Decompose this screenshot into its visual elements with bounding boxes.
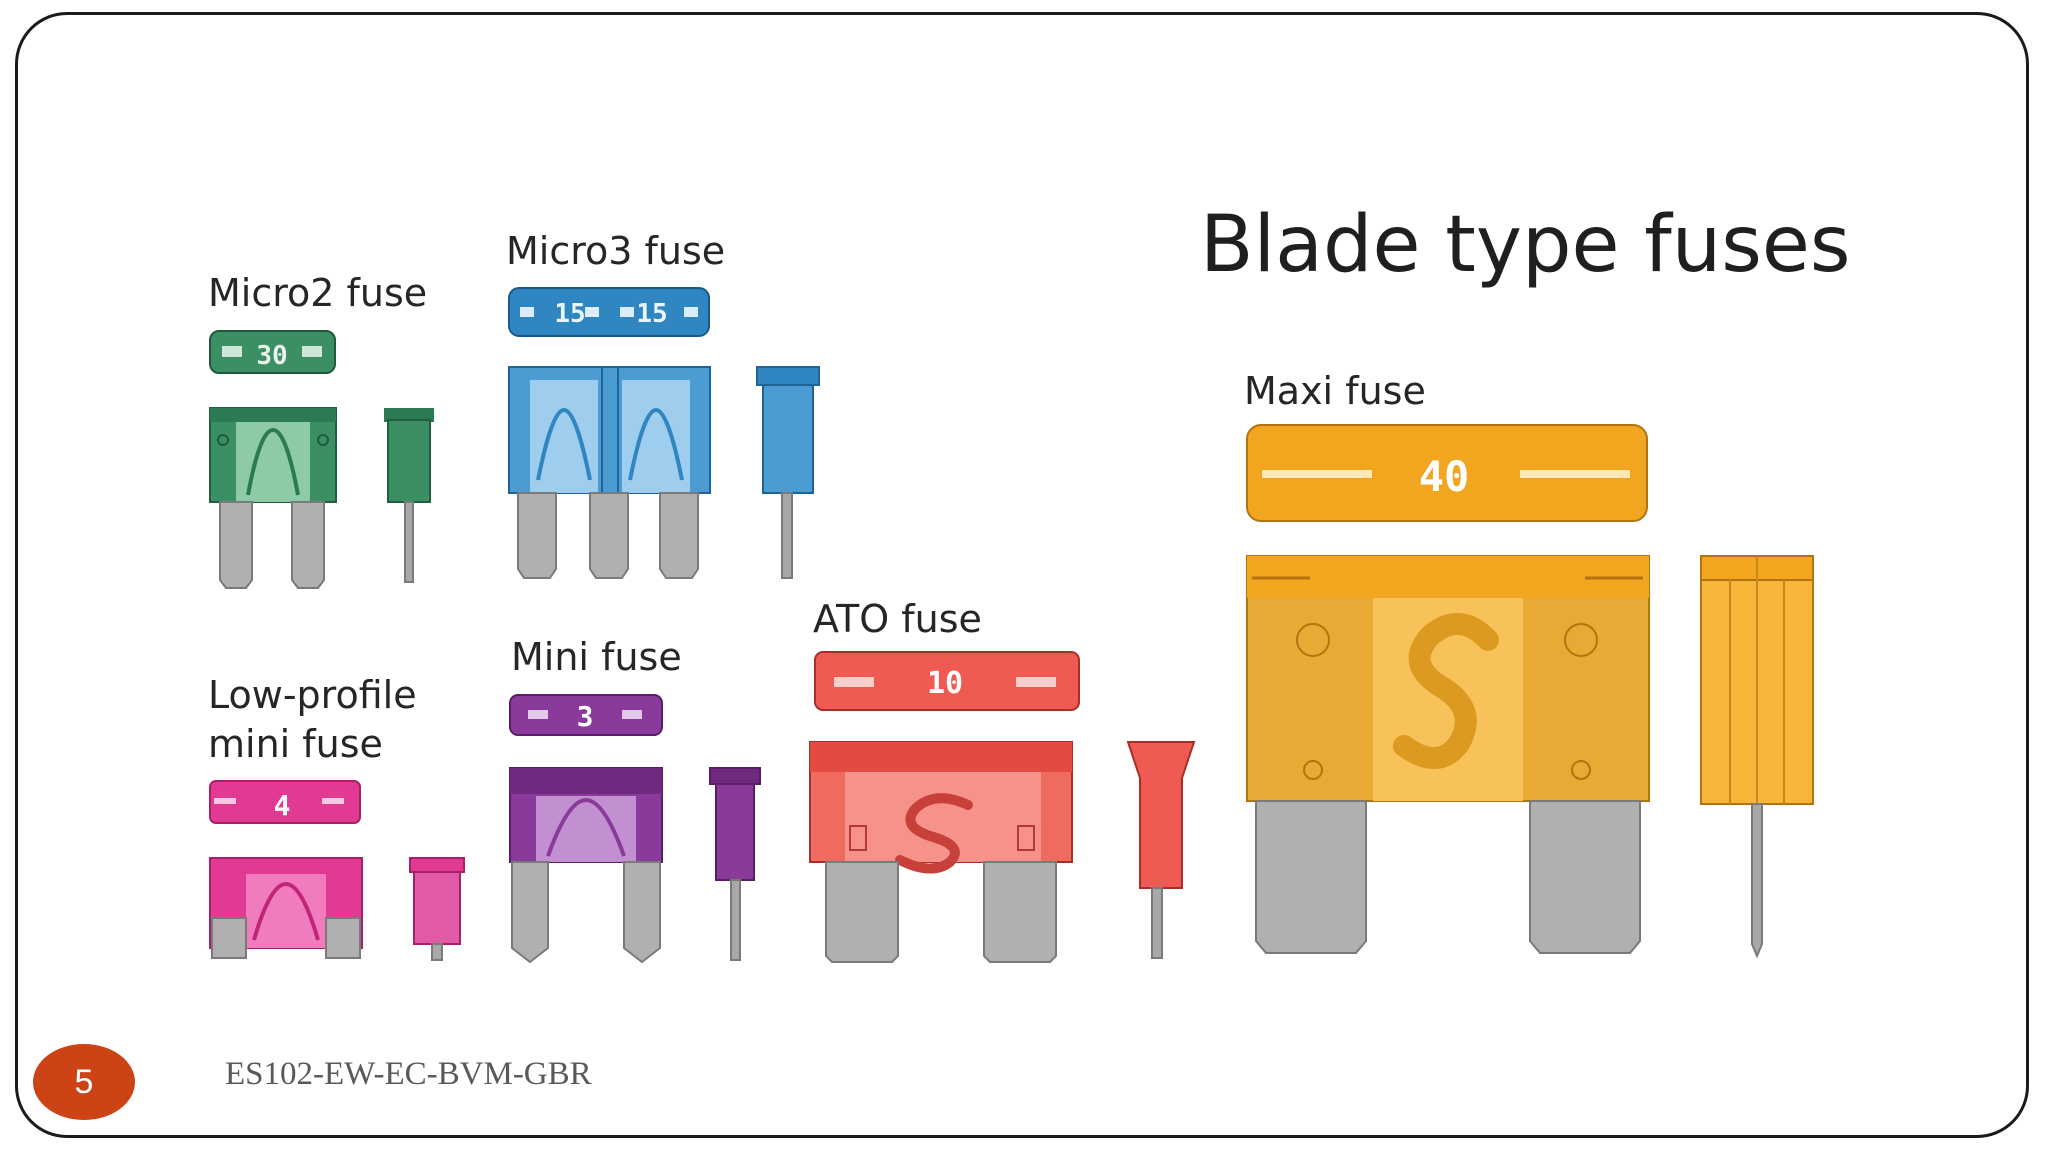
- micro3-fuse-label: Micro3 fuse: [506, 229, 726, 273]
- micro2-value: 30: [256, 341, 287, 371]
- maxi-fuse-graphic: 40: [1246, 424, 1814, 959]
- maxi-value: 40: [1419, 452, 1470, 501]
- footer-text: ES102-EW-EC-BVM-GBR: [225, 1056, 592, 1092]
- micro3-value-2: 15: [636, 299, 667, 329]
- micro2-fuse-label: Micro2 fuse: [208, 271, 428, 315]
- low-profile-mini-value: 4: [274, 789, 291, 822]
- ato-fuse-graphic: 10: [809, 651, 1196, 963]
- micro3-value-1: 15: [554, 299, 585, 329]
- page-number-badge: 5: [33, 1044, 135, 1120]
- mini-fuse-label: Mini fuse: [511, 635, 682, 679]
- micro2-fuse-graphic: 30: [209, 330, 434, 589]
- micro3-fuse-graphic: 15 15: [508, 287, 820, 579]
- mini-value: 3: [577, 700, 594, 733]
- low-profile-mini-fuse-label-line1: Low-profile: [208, 673, 417, 717]
- low-profile-mini-fuse-label-line2: mini fuse: [208, 722, 383, 766]
- maxi-fuse-label: Maxi fuse: [1244, 369, 1426, 413]
- ato-value: 10: [927, 666, 963, 701]
- slide-title: Blade type fuses: [1200, 200, 1851, 290]
- mini-fuse-graphic: 3: [509, 694, 761, 964]
- ato-fuse-label: ATO fuse: [813, 597, 982, 641]
- low-profile-mini-fuse-graphic: 4: [209, 780, 465, 961]
